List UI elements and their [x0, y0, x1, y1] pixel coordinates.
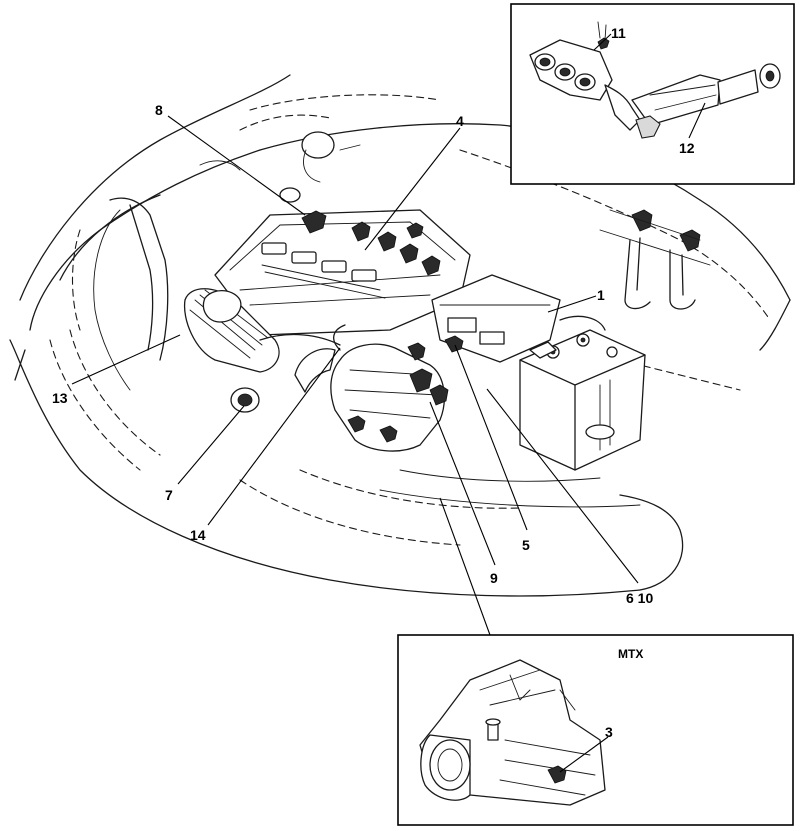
callout-12: 12	[679, 140, 695, 156]
leader-7	[177, 405, 245, 485]
right-side-hoses	[599, 209, 711, 310]
reservoir	[199, 114, 361, 203]
leader-11	[593, 33, 612, 51]
exhaust-inset	[510, 3, 795, 185]
leader-1	[547, 295, 597, 313]
callout-3: 3	[605, 724, 613, 740]
leader-4	[364, 127, 461, 251]
leader-lines	[71, 33, 706, 773]
callout-5: 5	[522, 537, 530, 553]
callout-1: 1	[597, 287, 605, 303]
leader-6-10	[486, 388, 639, 584]
manual-transmission	[419, 659, 606, 806]
mtx-inset-title: MTX	[618, 647, 643, 661]
callout-4: 4	[456, 113, 464, 129]
leader-12	[688, 102, 706, 139]
sensor-connector-group	[351, 221, 441, 276]
leader-mtx	[439, 497, 491, 636]
callout-6-10: 6 10	[626, 590, 653, 606]
sensor-8	[301, 210, 327, 234]
battery	[519, 315, 646, 471]
transmission-housing	[294, 324, 449, 452]
leader-13	[71, 334, 181, 385]
callout-13: 13	[52, 390, 68, 406]
callout-8: 8	[155, 102, 163, 118]
callout-14: 14	[190, 527, 206, 543]
vehicle-body-outline	[9, 74, 791, 597]
fender-assembly	[72, 197, 169, 391]
engine-control-unit	[431, 274, 561, 363]
leader-14	[207, 347, 341, 526]
leader-8	[167, 115, 306, 216]
callout-labels: 1 3 4 5 6 10 7 8 9 11 12 13 14	[52, 25, 695, 740]
leader-9	[429, 401, 496, 566]
exhaust-manifold	[529, 21, 781, 139]
callout-11: 11	[611, 25, 626, 41]
leader-3	[559, 736, 609, 773]
leader-5	[454, 344, 528, 531]
callout-7: 7	[165, 487, 173, 503]
engine-block	[214, 209, 471, 413]
callout-9: 9	[490, 570, 498, 586]
intake-duct	[183, 288, 341, 373]
mtx-inset: MTX	[397, 634, 794, 826]
